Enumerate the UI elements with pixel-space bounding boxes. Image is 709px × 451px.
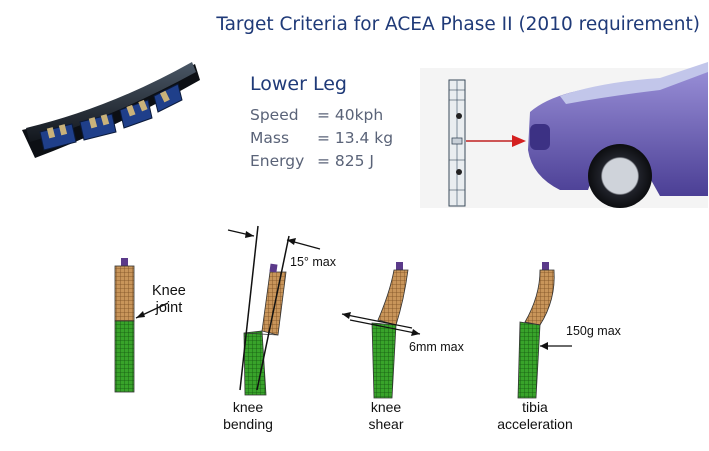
spec-label: Mass	[250, 129, 290, 147]
section-title: Lower Leg	[250, 73, 347, 95]
spec-value: = 40kph	[316, 106, 384, 124]
spec-value: = 825 J	[316, 152, 374, 170]
leg-bending	[243, 263, 287, 396]
leg-shear	[371, 262, 409, 399]
accel-annotation: 150g max	[566, 324, 621, 338]
spec-value: = 13.4 kg	[316, 129, 394, 147]
spec-label: Speed	[250, 106, 299, 124]
leg-acceleration	[517, 262, 555, 399]
knee-joint-label: Knee joint	[152, 283, 186, 317]
angle-annotation: 15° max	[290, 255, 336, 269]
spec-mass: Mass = 13.4 kg	[250, 129, 393, 147]
leg-straight	[114, 258, 135, 393]
knee-bending-label: knee bending	[208, 399, 288, 433]
tibia-accel-label: tibia acceleration	[480, 399, 590, 433]
knee-joint-label-text: Knee joint	[152, 283, 186, 316]
page-title: Target Criteria for ACEA Phase II (2010 …	[216, 14, 700, 35]
spec-speed: Speed = 40kph	[250, 106, 383, 124]
knee-bending-label-text: knee bending	[223, 399, 273, 432]
shear-annotation: 6mm max	[409, 340, 464, 354]
tibia-accel-label-text: tibia acceleration	[497, 399, 573, 432]
spec-energy: Energy = 825 J	[250, 152, 374, 170]
spec-label: Energy	[250, 152, 305, 170]
knee-shear-label-text: knee shear	[368, 399, 404, 432]
knee-shear-label: knee shear	[346, 399, 426, 433]
